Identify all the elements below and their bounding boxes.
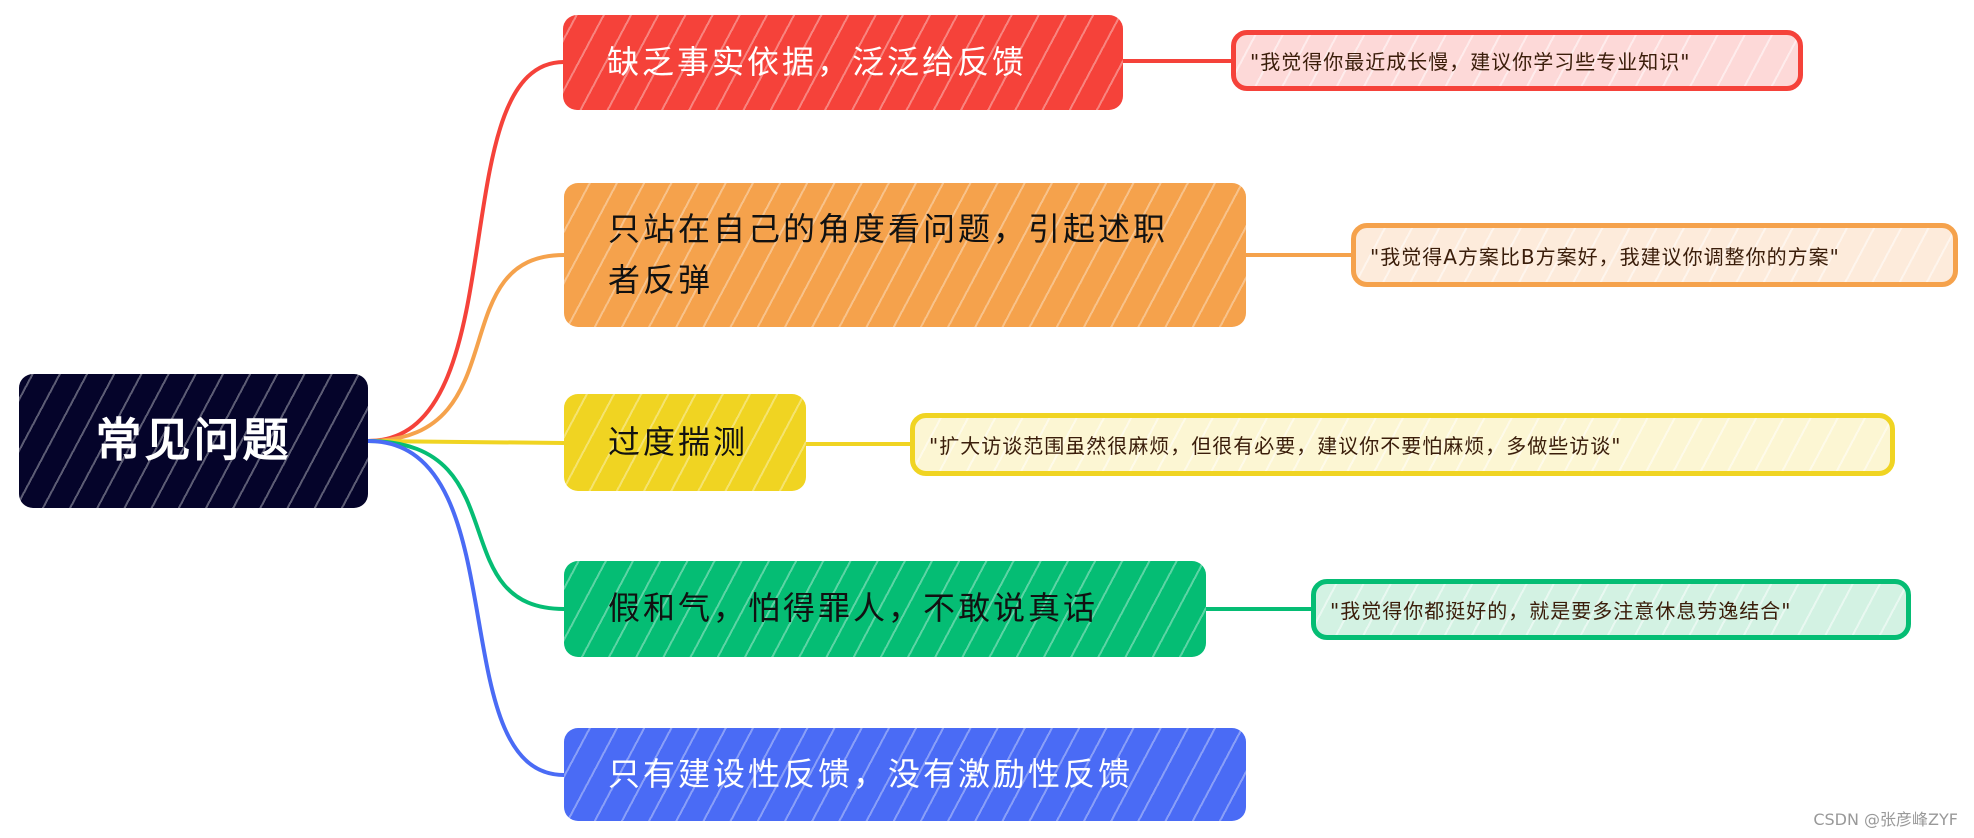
branch-node-5[interactable]: 只有建设性反馈，没有激励性反馈 <box>564 728 1246 821</box>
branch-label: 只站在自己的角度看问题，引起述职者反弹 <box>608 209 1169 299</box>
connector-green <box>367 439 565 611</box>
watermark: CSDN @张彦峰ZYF <box>1813 810 1958 829</box>
quote-node-1[interactable]: "我觉得你最近成长慢，建议你学习些专业知识" <box>1231 30 1803 91</box>
branch-node-3[interactable]: 过度揣测 <box>564 394 806 491</box>
connector-orange <box>367 253 565 443</box>
quote-node-2[interactable]: "我觉得A方案比B方案好，我建议你调整你的方案" <box>1351 223 1958 287</box>
quote-text: "我觉得A方案比B方案好，我建议你调整你的方案" <box>1370 244 1840 269</box>
branch-label: 只有建设性反馈，没有激励性反馈 <box>608 754 1134 793</box>
quote-node-3[interactable]: "扩大访谈范围虽然很麻烦，但很有必要，建议你不要怕麻烦，多做些访谈" <box>910 413 1895 476</box>
branch-label: 假和气，怕得罪人，不敢说真话 <box>608 589 1099 628</box>
connector-red <box>367 60 565 443</box>
quote-text: "我觉得你都挺好的，就是要多注意休息劳逸结合" <box>1330 599 1792 623</box>
branch-label: 缺乏事实依据，泛泛给反馈 <box>607 42 1028 81</box>
root-label: 常见问题 <box>95 413 292 468</box>
root-node[interactable]: 常见问题 <box>19 374 368 508</box>
branch-node-1[interactable]: 缺乏事实依据，泛泛给反馈 <box>563 15 1123 110</box>
quote-text: "扩大访谈范围虽然很麻烦，但很有必要，建议你不要怕麻烦，多做些访谈" <box>929 434 1622 458</box>
connector-yellow <box>367 439 565 445</box>
branch-node-2[interactable]: 只站在自己的角度看问题，引起述职者反弹 <box>564 183 1246 327</box>
branch-node-4[interactable]: 假和气，怕得罪人，不敢说真话 <box>564 561 1206 657</box>
quote-node-4[interactable]: "我觉得你都挺好的，就是要多注意休息劳逸结合" <box>1311 579 1911 640</box>
quote-text: "我觉得你最近成长慢，建议你学习些专业知识" <box>1250 50 1691 74</box>
connector-blue <box>367 439 565 777</box>
branch-label: 过度揣测 <box>608 422 749 461</box>
